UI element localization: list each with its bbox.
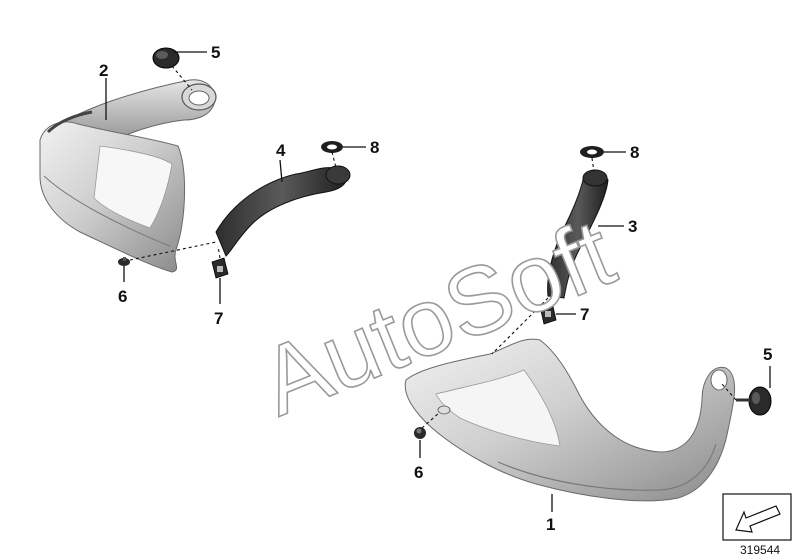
bracket-right — [547, 169, 609, 299]
callout-numbers: 5 2 4 8 6 7 8 3 7 5 6 1 — [99, 43, 772, 534]
nut-clip-right — [539, 301, 557, 325]
callout-8-right: 8 — [630, 143, 639, 162]
bracket-left — [215, 165, 351, 257]
grommet-right — [736, 386, 772, 416]
orientation-box — [722, 493, 792, 541]
callout-8-left: 8 — [370, 138, 379, 157]
callout-6-right: 6 — [414, 463, 423, 482]
hand-guard-left — [39, 79, 217, 273]
callout-3: 3 — [628, 217, 637, 236]
callout-2: 2 — [99, 61, 108, 80]
callout-1: 1 — [546, 515, 555, 534]
washer-left — [321, 141, 343, 153]
grommet-left — [152, 47, 180, 69]
diagram-number: 319544 — [740, 543, 780, 557]
assembly-lines — [129, 65, 737, 429]
washer-right — [580, 146, 604, 158]
callout-7-right: 7 — [580, 305, 589, 324]
hand-guard-right — [404, 338, 736, 502]
callout-5-left: 5 — [211, 43, 220, 62]
screw-left — [118, 257, 130, 266]
callout-6-left: 6 — [118, 287, 127, 306]
nut-clip-left — [211, 257, 229, 279]
callout-4: 4 — [276, 141, 286, 160]
callout-7-left: 7 — [214, 309, 223, 328]
arrow-icon — [735, 505, 781, 533]
screw-right — [414, 427, 426, 439]
callout-5-right: 5 — [763, 345, 772, 364]
callout-leaders — [105, 51, 771, 512]
